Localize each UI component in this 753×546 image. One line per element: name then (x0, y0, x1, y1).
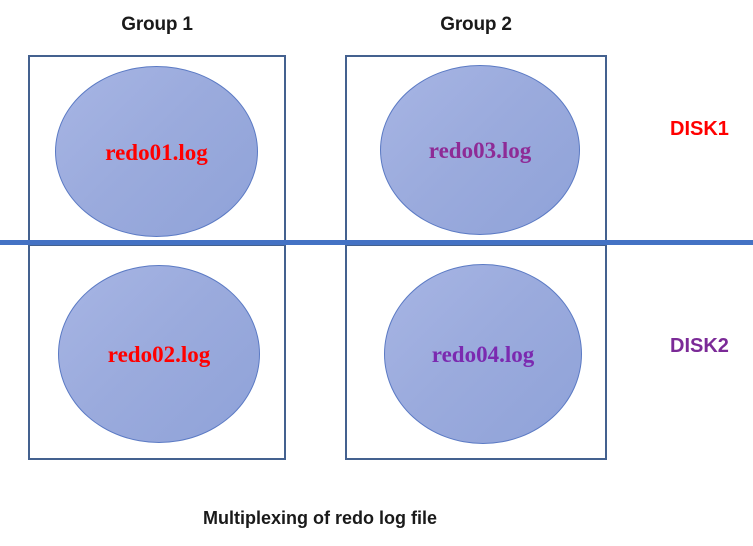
group-1-disk-2-box (28, 244, 286, 460)
redo-log-label-redo02: redo02.log (107, 342, 211, 367)
redo-log-ellipse-redo01: redo01.log (55, 66, 258, 237)
redo-log-ellipse-redo03: redo03.log (380, 65, 580, 235)
disk-2-label: DISK2 (670, 335, 729, 357)
group-1-heading: Group 1 (121, 14, 193, 35)
disk-1-label: DISK1 (670, 118, 729, 140)
redo-log-label-redo01: redo01.log (105, 139, 208, 165)
diagram-caption: Multiplexing of redo log file (203, 508, 437, 528)
redo-log-ellipse-redo04: redo04.log (384, 264, 582, 444)
disk-divider-line (0, 240, 753, 245)
redo-log-ellipse-redo02: redo02.log (58, 265, 260, 443)
redo-log-label-redo03: redo03.log (428, 138, 532, 163)
group-2-heading: Group 2 (440, 14, 512, 35)
group-2-disk-2-box (345, 244, 607, 460)
redo-log-label-redo04: redo04.log (431, 342, 535, 367)
